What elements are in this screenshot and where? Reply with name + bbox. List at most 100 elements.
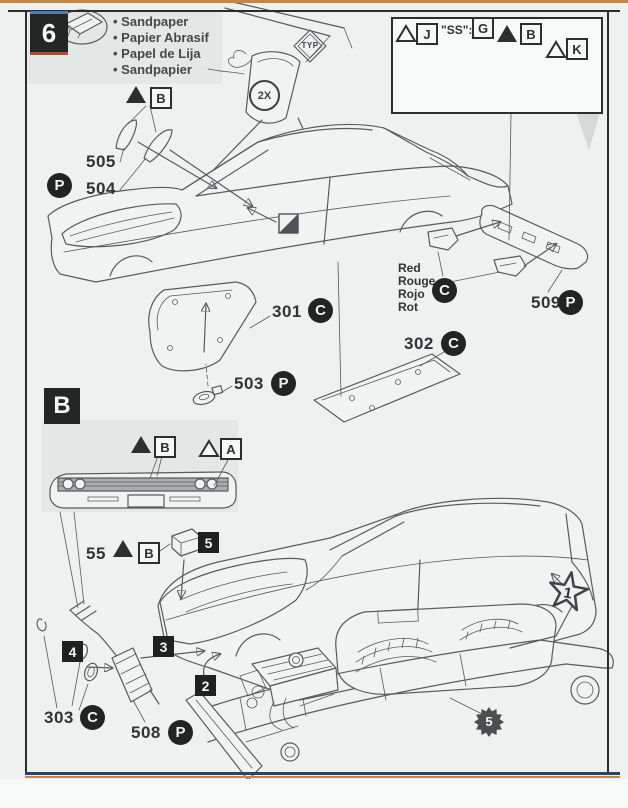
glue-badge: P	[47, 173, 72, 198]
mark-letter-box: B	[520, 23, 542, 45]
left-frame-rule	[25, 10, 27, 773]
part-number-303: 303	[44, 708, 74, 727]
ss-prefix-label: "SS":	[441, 23, 473, 37]
paint-badge: C	[308, 298, 333, 323]
material-item: Sandpapier	[113, 62, 209, 78]
windshield-trim-parts-drawing	[115, 105, 252, 206]
exhaust-part-508-drawing	[69, 600, 160, 723]
mark-letter-box: J	[416, 23, 438, 45]
section-letter-box: B	[44, 388, 80, 424]
glue-letter: P	[175, 724, 186, 741]
materials-leader-line	[207, 68, 245, 75]
mark-letter-box: K	[566, 38, 588, 60]
glue-badge: P	[558, 290, 583, 315]
washer-parts-303-drawing	[36, 618, 99, 711]
paint-badge: C	[432, 278, 457, 303]
mark-letter-g: G	[477, 20, 489, 36]
materials-list: Sandpaper Papier Abrasif Papel de Lija S…	[113, 14, 209, 78]
paint-badge: C	[441, 331, 466, 356]
mark-letter-box: A	[220, 438, 242, 460]
mark-letter-b: B	[160, 439, 170, 455]
paint-letter: C	[87, 709, 98, 726]
count-2x-text: 2X	[257, 89, 272, 102]
star-icon	[549, 571, 590, 612]
paint-letter: C	[439, 282, 450, 299]
step-box-4: 4	[62, 641, 83, 662]
color-word-de: Rot	[398, 300, 418, 314]
star-step-badge: 1	[543, 567, 594, 618]
part-number-505: 505	[86, 152, 116, 171]
chassis-engine-drawing	[185, 603, 614, 781]
part-number-302: 302	[404, 334, 434, 353]
open-triangle-icon	[545, 40, 567, 58]
material-item: Sandpaper	[113, 14, 209, 30]
rear-bumper-509-drawing	[427, 113, 589, 293]
mark-letter-a: A	[226, 441, 236, 457]
bottom-orange-rule	[25, 776, 620, 778]
part-number-503: 503	[234, 374, 264, 393]
mark-letter-b: B	[526, 26, 536, 42]
mark-letter-k: K	[572, 41, 582, 57]
part-number-301: 301	[272, 302, 302, 321]
open-triangle-icon	[198, 439, 220, 457]
bottom-navy-rule	[25, 772, 620, 775]
filled-triangle-icon	[131, 436, 151, 453]
typ-label: TYP	[301, 41, 319, 50]
mark-letter-b: B	[156, 90, 166, 106]
sand-square-icon	[248, 208, 299, 234]
open-triangle-icon	[395, 24, 417, 42]
mark-letter-box: B	[150, 87, 172, 109]
trunk-floor-302-drawing	[313, 261, 461, 423]
paint-badge: C	[80, 705, 105, 730]
step-box-number: 3	[159, 638, 168, 655]
gear-step-badge: 5	[473, 706, 505, 738]
step-box-3: 3	[153, 636, 174, 657]
count-2x-badge: 2X	[249, 80, 280, 111]
step-box-number: 5	[204, 534, 213, 551]
glue-badge: P	[168, 720, 193, 745]
mark-letter-box: B	[138, 542, 160, 564]
top-frame-rule	[8, 10, 620, 12]
material-item: Papel de Lija	[113, 46, 209, 62]
paint-letter: C	[448, 335, 459, 352]
mark-letter-j: J	[423, 26, 431, 42]
step-box-number: 2	[201, 677, 210, 694]
part-number-509: 509	[531, 293, 561, 312]
step-number: 6	[41, 17, 57, 48]
star-step-number: 1	[562, 584, 574, 603]
glue-letter: P	[278, 375, 289, 392]
glue-badge: P	[271, 371, 296, 396]
step-box-number: 4	[68, 643, 77, 660]
glue-letter: P	[54, 177, 65, 194]
typ-diamond-icon	[293, 29, 327, 63]
top-orange-rule	[0, 0, 628, 3]
car-body-top-drawing	[47, 123, 513, 283]
part-number-504: 504	[86, 179, 116, 198]
filled-triangle-icon	[113, 540, 133, 557]
step-box-5: 5	[198, 532, 219, 553]
color-note: Red Rouge Rojo Rot	[398, 262, 435, 314]
color-word-en: Red	[398, 261, 421, 275]
glue-letter: P	[565, 294, 576, 311]
gear-step-number: 5	[485, 714, 493, 729]
right-frame-rule	[607, 10, 609, 773]
section-letter: B	[53, 392, 71, 419]
page-bottom-margin	[0, 779, 628, 808]
b-inset-bumper-drawing	[49, 455, 237, 609]
step-box-2: 2	[195, 675, 216, 696]
hood-part-301-drawing	[148, 281, 271, 372]
step-number-box: 6	[30, 11, 68, 55]
filled-triangle-icon	[126, 86, 146, 103]
filled-triangle-icon	[497, 25, 517, 42]
part-number-55: 55	[86, 544, 106, 563]
mark-letter-b: B	[144, 545, 154, 561]
gear-icon	[474, 707, 504, 737]
mark-letter-box: G	[472, 17, 494, 39]
material-item: Papier Abrasif	[113, 30, 209, 46]
mark-letter-box: B	[154, 436, 176, 458]
color-word-es: Rojo	[398, 287, 425, 301]
part-number-508: 508	[131, 723, 161, 742]
battery-part-55-drawing	[159, 528, 202, 598]
